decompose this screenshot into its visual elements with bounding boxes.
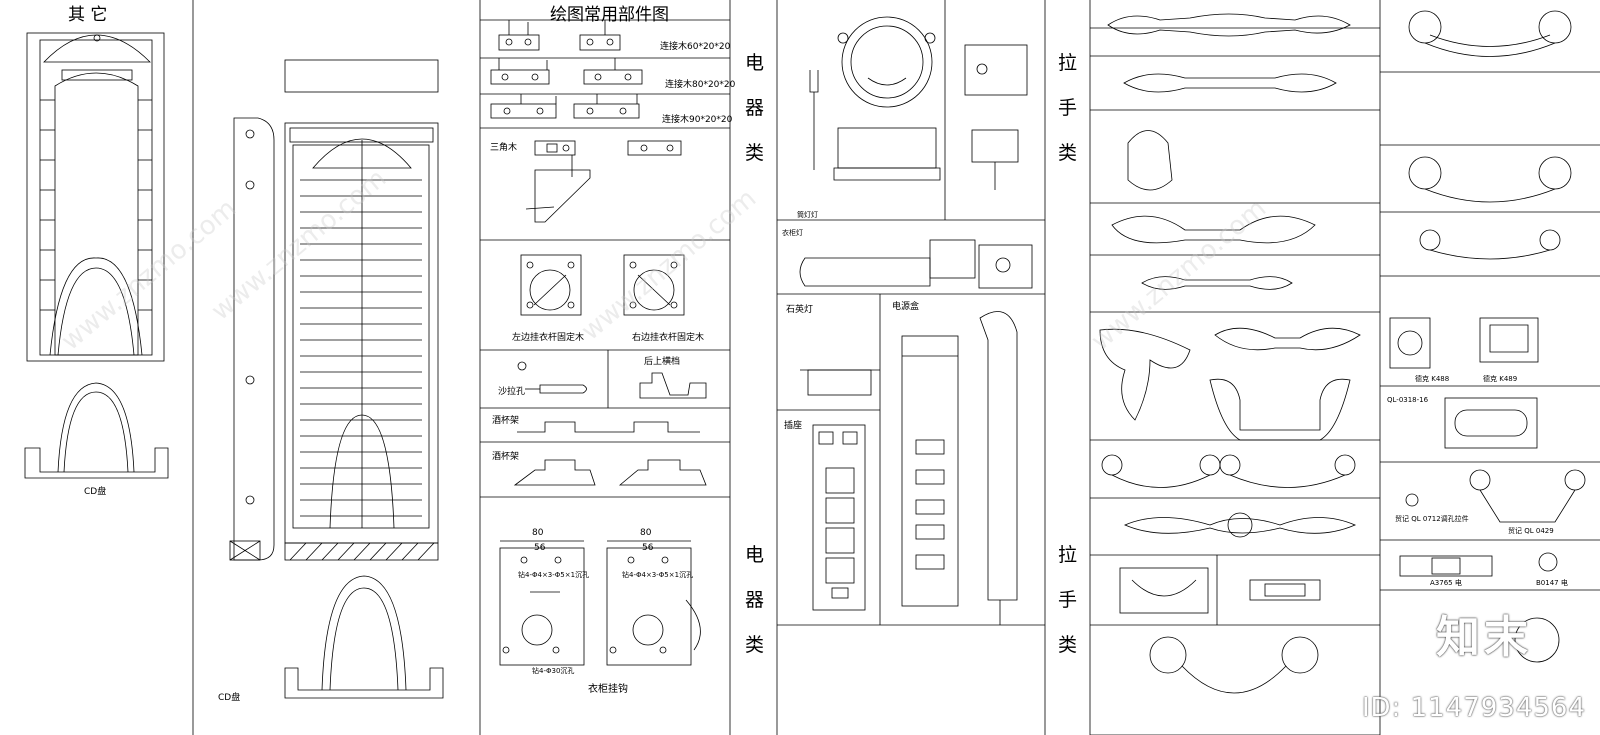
hook-plates	[499, 540, 701, 666]
label-bottom-bar: 后上横档	[644, 357, 681, 367]
label-socket: 插座	[784, 421, 803, 431]
handles-char-1: 拉	[1058, 544, 1078, 566]
header-parts: 绘图常用部件图	[550, 5, 669, 25]
label-cabinet-lamp: 衣柜灯	[782, 229, 803, 237]
electrical-char-1: 电	[745, 52, 765, 74]
label-connector-60: 连接木60*20*20	[660, 42, 731, 52]
cabinet-lamp	[799, 239, 1033, 289]
power-box	[901, 311, 1018, 625]
wine-racks	[513, 421, 707, 486]
cd-label-left: CD盘	[84, 487, 107, 497]
label-hole-note-a: 钻4-Φ4×3-Φ5×1沉孔	[518, 571, 590, 579]
label-k488: 德克 K488	[1415, 375, 1450, 383]
electrical-grid	[777, 0, 1045, 626]
ceiling-lamp	[809, 16, 1028, 190]
sofa-hole-and-bar	[517, 361, 707, 399]
handles-char-2: 手	[1058, 97, 1078, 119]
label-wine-rack-2: 酒杯架	[492, 452, 520, 462]
label-connector-80: 连接木80*20*20	[665, 80, 736, 90]
hanger-fixing-blocks	[520, 254, 685, 316]
label-a3765: A3765 电	[1430, 579, 1462, 587]
cd-rack-side-section-2	[284, 575, 444, 699]
label-hole-note-b: 钻4-Φ4×3-Φ5×1沉孔	[622, 571, 694, 579]
label-dim-80b: 80	[640, 528, 652, 538]
cabinet-front-elevation	[284, 59, 439, 561]
connector-blocks	[490, 20, 682, 223]
handle-grid	[1090, 27, 1380, 735]
ornate-handles	[1099, 13, 1361, 694]
handles-char-3: 类	[1058, 634, 1078, 656]
brand-logo: 知末	[1436, 612, 1532, 663]
socket-strip	[812, 424, 866, 611]
handles-char-2: 手	[1058, 589, 1078, 611]
quartz-lamp	[800, 369, 880, 396]
handles-char-3: 类	[1058, 142, 1078, 164]
side-profile-strip	[229, 117, 275, 561]
label-connector-90: 连接木90*20*20	[662, 115, 733, 125]
handles-char-1: 拉	[1058, 52, 1078, 74]
label-triangle: 三角木	[490, 143, 518, 153]
electrical-char-2: 器	[745, 589, 765, 611]
label-b0147: B0147 电	[1536, 579, 1568, 587]
cd-rack-side-section	[24, 382, 169, 479]
label-hole-bottom: 钻4-Φ30沉孔	[532, 667, 575, 675]
label-ql0429: 贸记 QL 0429	[1508, 527, 1554, 535]
bail-handles	[1389, 10, 1586, 663]
electrical-label-top: 电 器 类	[745, 48, 764, 165]
label-ceiling-lamp: 筒灯灯	[797, 211, 818, 219]
label-quartz-lamp: 石英灯	[786, 305, 814, 315]
label-left-hanger: 左边挂衣杆固定木	[512, 333, 585, 343]
electrical-char-3: 类	[745, 142, 765, 164]
label-ql0318: QL-0318-16	[1387, 396, 1429, 404]
electrical-label-bottom: 电 器 类	[745, 540, 764, 657]
electrical-char-2: 器	[745, 97, 765, 119]
header-other: 其 它	[68, 5, 108, 25]
electrical-char-3: 类	[745, 634, 765, 656]
handles-label-top: 拉 手 类	[1058, 48, 1077, 165]
label-wine-rack-1: 酒杯架	[492, 416, 520, 426]
handles-label-bottom: 拉 手 类	[1058, 540, 1077, 657]
drawing-id: ID: 1147934564	[1361, 693, 1586, 723]
label-power-box: 电源盒	[892, 302, 920, 312]
label-dim-80a: 80	[532, 528, 544, 538]
handle-grid-2	[1380, 71, 1600, 591]
label-dim-56b: 56	[642, 543, 654, 553]
label-k489: 德克 K489	[1483, 375, 1518, 383]
electrical-char-1: 电	[745, 544, 765, 566]
label-hook: 衣柜挂钩	[588, 684, 628, 695]
column-dividers	[192, 0, 1381, 735]
label-ql0712: 贸记 QL 0712调孔拉件	[1395, 515, 1469, 523]
label-dim-56a: 56	[534, 543, 546, 553]
label-right-hanger: 右边挂衣杆固定木	[632, 333, 705, 343]
cd-label-mid: CD盘	[218, 693, 241, 703]
cd-rack-front-elevation	[26, 32, 165, 362]
label-sofa-hole: 沙拉孔	[498, 387, 526, 397]
